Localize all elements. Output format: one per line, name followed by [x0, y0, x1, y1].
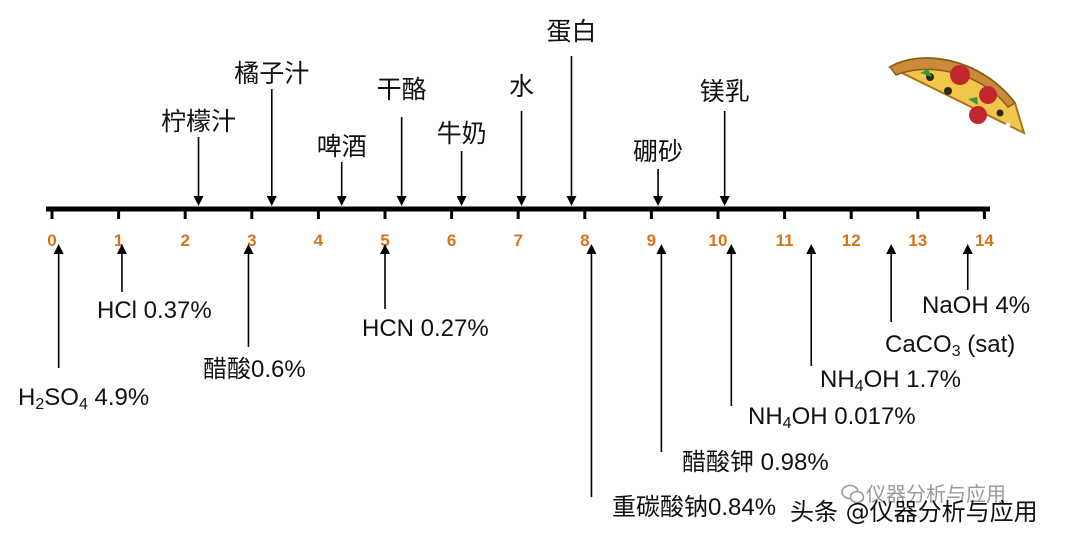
label-nh4oh-low: NH4OH 0.017%: [748, 403, 916, 432]
label-part: 4.9%: [88, 384, 149, 411]
label-part: NaOH 4%: [922, 292, 1030, 319]
label-milk: 牛奶: [437, 119, 487, 148]
ph-axis-ticks: [50, 209, 986, 219]
label-milk-of-magnesia: 镁乳: [700, 77, 750, 106]
label-egg-white: 蛋白: [546, 17, 596, 46]
label-part: (sat): [961, 331, 1016, 358]
label-orange: 橘子汁: [234, 59, 309, 88]
label-part: HCN 0.27%: [362, 315, 489, 342]
label-part: SO: [44, 384, 79, 411]
label-hcl: HCl 0.37%: [97, 297, 212, 324]
ph-tick-label-13: 13: [908, 231, 927, 250]
label-kac: 醋酸钾 0.98%: [682, 449, 829, 476]
label-cheese: 干酪: [377, 75, 427, 104]
label-part: HCl 0.37%: [97, 297, 212, 324]
label-acetic: 醋酸0.6%: [203, 356, 306, 383]
wechat-icon: [841, 484, 865, 504]
ph-tick-label-14: 14: [975, 231, 994, 250]
label-part: 醋酸0.6%: [203, 356, 306, 383]
label-h2so4: H2SO4 4.9%: [18, 384, 149, 413]
label-hcn: HCN 0.27%: [362, 315, 489, 342]
ph-tick-label-10: 10: [709, 231, 728, 250]
ph-tick-label-12: 12: [842, 231, 861, 250]
label-borax: 硼砂: [633, 137, 683, 166]
ph-tick-label-5: 5: [380, 231, 389, 250]
label-part: 重碳酸钠0.84%: [612, 494, 776, 521]
label-part: NH: [748, 403, 783, 430]
label-naoh: NaOH 4%: [922, 292, 1030, 319]
label-nh4oh-high: NH4OH 1.7%: [820, 366, 961, 395]
ph-tick-label-8: 8: [580, 231, 589, 250]
label-lemon: 柠檬汁: [161, 107, 236, 136]
label-water: 水: [509, 72, 534, 101]
ph-tick-label-1: 1: [114, 231, 123, 250]
label-beer: 啤酒: [317, 132, 367, 161]
below-axis-annotations: H2SO4 4.9%HCl 0.37%醋酸0.6%HCN 0.27%重碳酸钠0.…: [18, 244, 1030, 521]
ph-tick-label-0: 0: [47, 231, 56, 250]
label-part: 醋酸钾 0.98%: [682, 449, 829, 476]
label-caco3: CaCO3 (sat): [885, 331, 1015, 360]
label-part: 3: [952, 343, 961, 360]
pizza-slice-icon: [887, 57, 1026, 135]
ph-tick-label-3: 3: [247, 231, 256, 250]
label-part: OH 1.7%: [864, 366, 961, 393]
ph-tick-label-9: 9: [647, 231, 656, 250]
label-part: 4: [855, 378, 864, 395]
ph-tick-label-4: 4: [314, 231, 324, 250]
label-part: CaCO: [885, 331, 952, 358]
ph-tick-label-2: 2: [180, 231, 189, 250]
ph-tick-label-7: 7: [513, 231, 522, 250]
label-nahco3: 重碳酸钠0.84%: [612, 494, 776, 521]
ph-tick-label-11: 11: [776, 231, 794, 250]
label-part: 2: [35, 396, 44, 413]
watermark-faint-text: 仪器分析与应用: [866, 482, 1006, 506]
label-part: NH: [820, 366, 855, 393]
label-part: 4: [79, 396, 88, 413]
ph-tick-label-6: 6: [447, 231, 456, 250]
label-part: H: [18, 384, 35, 411]
label-part: 4: [783, 415, 792, 432]
watermark: 仪器分析与应用 头条 @仪器分析与应用: [790, 482, 1038, 526]
watermark-main-text: 头条 @仪器分析与应用: [790, 498, 1038, 526]
label-part: OH 0.017%: [792, 403, 916, 430]
